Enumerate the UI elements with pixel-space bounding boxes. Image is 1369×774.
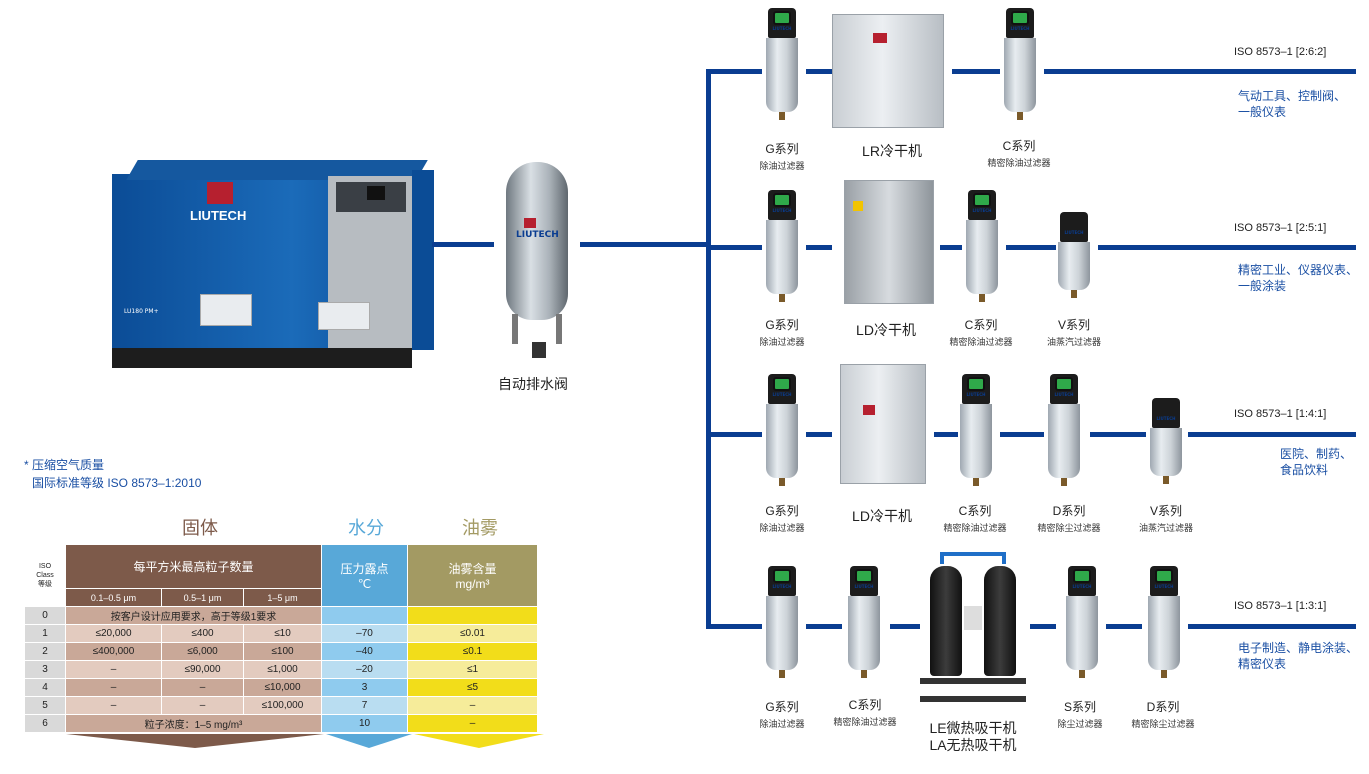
- row3-application: 医院、制药、食品饮料: [1280, 447, 1353, 477]
- pipe-manifold-vertical: [706, 69, 711, 629]
- row3-item3-label: C系列精密除油过滤器: [943, 504, 1007, 533]
- row3-item4-label: D系列精密除尘过滤器: [1037, 504, 1101, 533]
- table-row: 3 – ≤90,000 ≤1,000 –20 ≤1: [24, 660, 538, 679]
- pipe-row-2-seg1: [806, 245, 832, 250]
- v-series-filter-2: LIUTECH: [1056, 212, 1092, 298]
- c-series-filter-3: LIUTECH: [958, 374, 994, 486]
- oil-arrow: [414, 734, 544, 748]
- compressor-brand: LIUTECH: [190, 208, 247, 223]
- g-series-filter-3: LIUTECH: [764, 374, 800, 486]
- table-row: 0 按客户设计应用要求，高于等级1要求: [24, 606, 538, 625]
- water-header: 压力露点℃: [321, 544, 408, 607]
- solid-arrow: [66, 734, 324, 748]
- table-row: 6 粒子浓度：1–5 mg/m³ 10 –: [24, 714, 538, 733]
- row3-item5-label: V系列油蒸汽过滤器: [1138, 504, 1193, 533]
- water-title: 水分: [348, 518, 384, 538]
- solid-sub-3: 1–5 μm: [243, 588, 322, 607]
- pipe-row-1-seg2: [952, 69, 1000, 74]
- v-series-filter-3: LIUTECH: [1148, 398, 1184, 484]
- d-series-filter-4: LIUTECH: [1146, 566, 1182, 678]
- pipe-row-4: [706, 624, 762, 629]
- quality-note: * 压缩空气质量 国际标准等级 ISO 8573–1:2010: [24, 458, 202, 490]
- table-row: 5 – – ≤100,000 7 –: [24, 696, 538, 715]
- solid-title: 固体: [182, 518, 218, 538]
- water-arrow: [326, 734, 412, 748]
- s-series-filter-4: LIUTECH: [1064, 566, 1100, 678]
- pipe-compressor-tank: [432, 242, 494, 247]
- tank-brand: LIUTECH: [516, 230, 559, 240]
- row4-application: 电子制造、静电涂装、精密仪表: [1238, 641, 1359, 671]
- row3-item2-label: LD冷干机: [852, 508, 912, 524]
- ld-dryer-1: [844, 180, 934, 304]
- pipe-row-4-seg3: [1030, 624, 1056, 629]
- adsorption-dryer: [920, 546, 1026, 708]
- compressor-model: LU180 PM+: [124, 308, 159, 315]
- ld-dryer-2: [840, 364, 926, 484]
- row2-iso: ISO 8573–1 [2:5:1]: [1234, 222, 1327, 234]
- pipe-row-4-seg4: [1106, 624, 1142, 629]
- pipe-row-3-out: [1188, 432, 1356, 437]
- c-series-filter-2: LIUTECH: [964, 190, 1000, 302]
- table-arrows: [66, 734, 544, 748]
- row1-item3-label: C系列精密除油过滤器: [987, 139, 1051, 168]
- row2-application: 精密工业、仪器仪表、一般涂装: [1238, 263, 1359, 293]
- row2-item1-label: G系列除油过滤器: [759, 318, 805, 347]
- row2-item4-label: V系列油蒸汽过滤器: [1046, 318, 1101, 347]
- row4-iso: ISO 8573–1 [1:3:1]: [1234, 600, 1327, 612]
- table-row: 2 ≤400,000 ≤6,000 ≤100 –40 ≤0.1: [24, 642, 538, 661]
- pipe-row-2-seg3: [1006, 245, 1056, 250]
- row4-item2-label: C系列精密除油过滤器: [833, 698, 897, 727]
- drain-valve-label: 自动排水阀: [498, 376, 568, 392]
- pipe-row-1: [706, 69, 762, 74]
- pipe-row-4-out: [1188, 624, 1356, 629]
- air-receiver-tank: LIUTECH: [496, 162, 578, 362]
- table-row: 1 ≤20,000 ≤400 ≤10 –70 ≤0.01: [24, 624, 538, 643]
- c-series-filter-4: LIUTECH: [846, 566, 882, 678]
- air-compressor: LIUTECH LU180 PM+: [112, 150, 434, 368]
- pipe-row-2-out: [1098, 245, 1356, 250]
- row2-item2-label: LD冷干机: [856, 322, 916, 338]
- pipe-row-3: [706, 432, 762, 437]
- lr-dryer: [832, 14, 944, 128]
- pipe-row-1-out: [1044, 69, 1356, 74]
- row1-item1-label: G系列除油过滤器: [759, 142, 805, 171]
- g-series-filter-4: LIUTECH: [764, 566, 800, 678]
- pipe-row-4-seg2: [890, 624, 920, 629]
- row1-item2-label: LR冷干机: [862, 143, 922, 159]
- row4-item5-label: D系列精密除尘过滤器: [1131, 700, 1195, 729]
- row4-item1-label: G系列除油过滤器: [759, 700, 805, 729]
- row1-application: 气动工具、控制阀、一般仪表: [1238, 89, 1347, 119]
- c-series-filter-1: LIUTECH: [1002, 8, 1038, 120]
- row3-iso: ISO 8573–1 [1:4:1]: [1234, 408, 1327, 420]
- pipe-row-1-seg1: [806, 69, 832, 74]
- g-series-filter-2: LIUTECH: [764, 190, 800, 302]
- solid-header: 每平方米最高粒子数量: [65, 544, 322, 589]
- g-series-filter-1: LIUTECH: [764, 8, 800, 120]
- pipe-row-3-seg4: [1090, 432, 1146, 437]
- pipe-row-4-seg1: [806, 624, 842, 629]
- pipe-tank-manifold: [580, 242, 710, 247]
- row3-item1-label: G系列除油过滤器: [759, 504, 805, 533]
- pipe-row-3-seg2: [934, 432, 958, 437]
- pipe-row-3-seg1: [806, 432, 832, 437]
- oil-title: 油雾: [462, 518, 498, 538]
- solid-sub-2: 0.5–1 μm: [161, 588, 244, 607]
- table-row: 4 – – ≤10,000 3 ≤5: [24, 678, 538, 697]
- row2-item3-label: C系列精密除油过滤器: [949, 318, 1013, 347]
- row4-item4-label: S系列除尘过滤器: [1057, 700, 1103, 729]
- pipe-row-3-seg3: [1000, 432, 1044, 437]
- row1-iso: ISO 8573–1 [2:6:2]: [1234, 46, 1327, 58]
- pipe-row-2: [706, 245, 762, 250]
- pipe-row-2-seg2: [940, 245, 962, 250]
- d-series-filter-3: LIUTECH: [1046, 374, 1082, 486]
- solid-sub-1: 0.1–0.5 μm: [65, 588, 162, 607]
